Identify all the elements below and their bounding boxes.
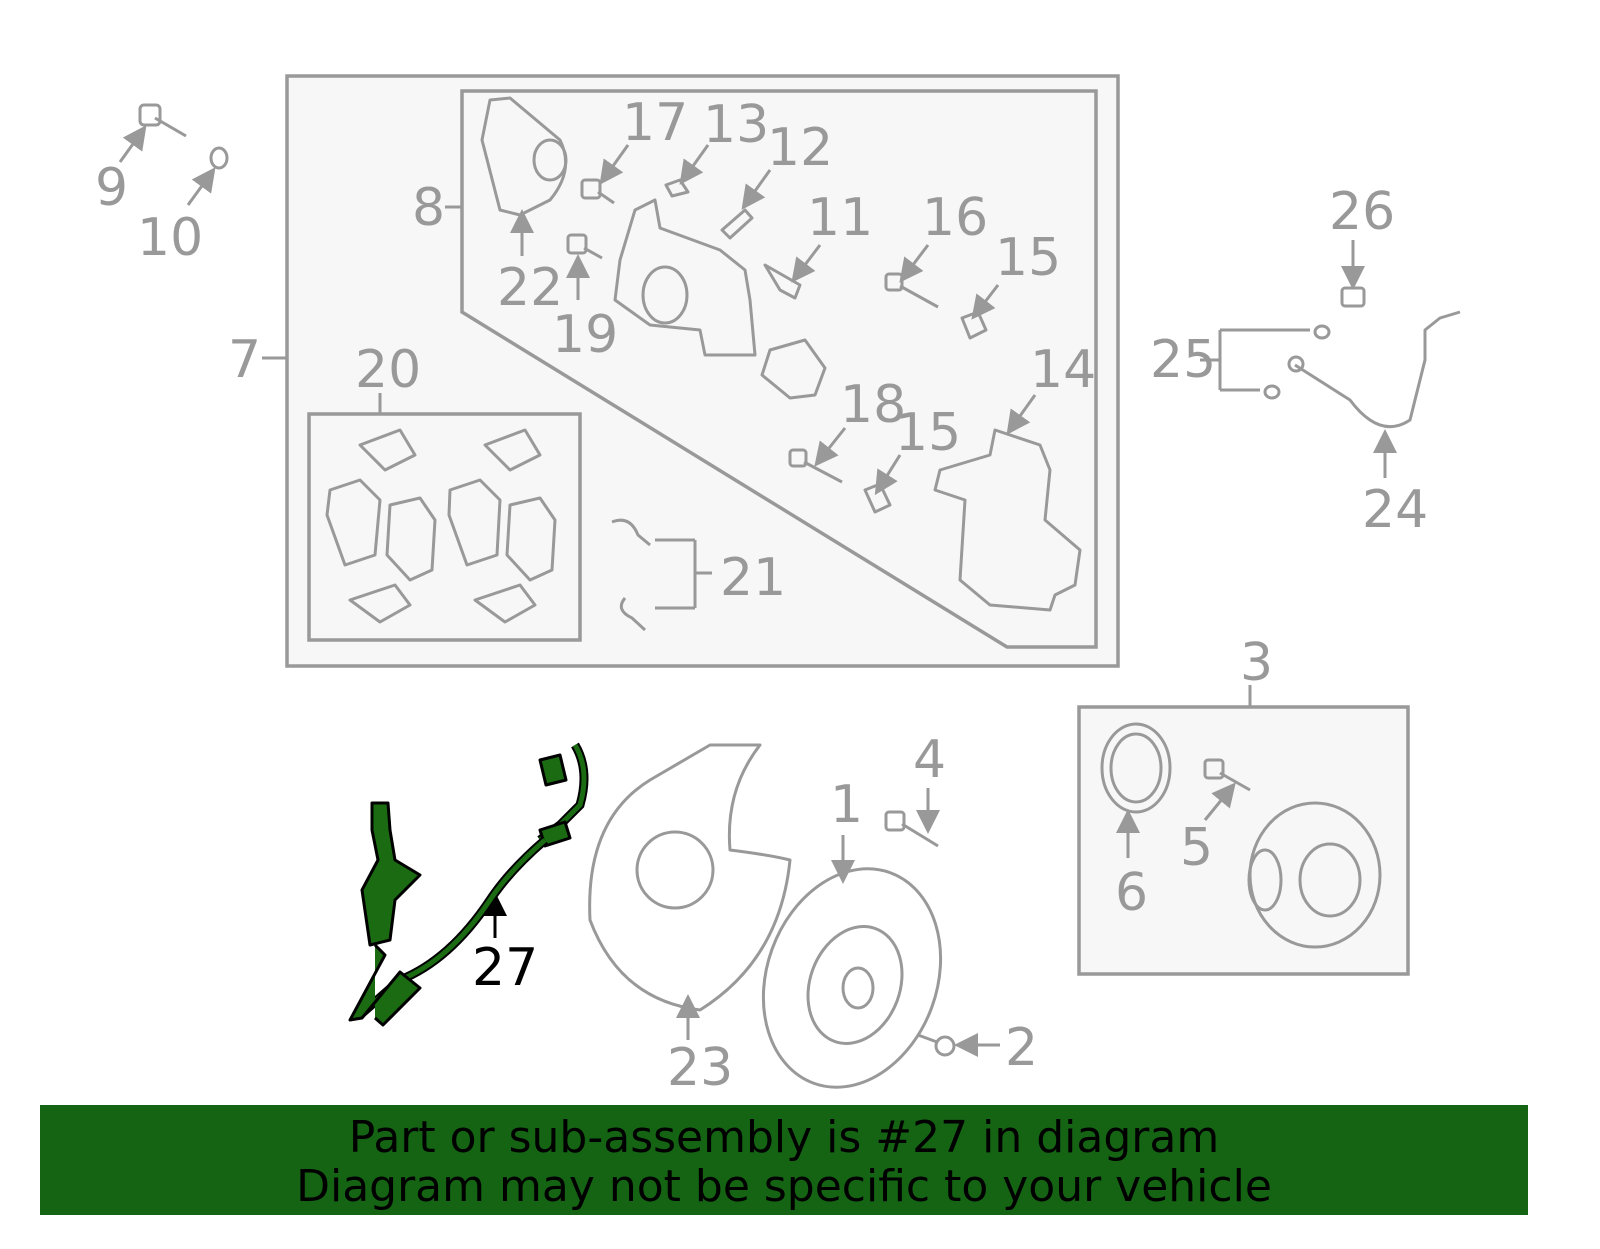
- callout-26[interactable]: 26: [1329, 182, 1395, 242]
- callout-9[interactable]: 9: [95, 158, 128, 218]
- brake-hose-24-25-26: [1263, 286, 1461, 429]
- callout-14[interactable]: 14: [1030, 340, 1096, 400]
- piston-bore: [532, 138, 568, 182]
- callout-17[interactable]: 17: [622, 93, 688, 153]
- callout-6[interactable]: 6: [1115, 863, 1148, 923]
- caliper-body: [613, 198, 757, 357]
- info-banner: Part or sub-assembly is #27 in diagram D…: [40, 1105, 1528, 1215]
- bolt-9: [138, 103, 187, 138]
- leader-21: [655, 538, 712, 610]
- brake-pads-20: [325, 428, 557, 624]
- boot-15b: [863, 482, 892, 514]
- callout-10[interactable]: 10: [137, 208, 203, 268]
- clips-21: [611, 518, 651, 632]
- piston: [760, 338, 827, 400]
- callout-12[interactable]: 12: [767, 118, 833, 178]
- callout-22[interactable]: 22: [497, 258, 563, 318]
- wheel-speed-sensor-27[interactable]: [348, 742, 589, 1027]
- callout-15a[interactable]: 15: [995, 228, 1061, 288]
- bolt-19: [566, 233, 603, 260]
- pad-kit-box: [307, 412, 582, 642]
- dust-shield-23: [588, 743, 792, 1012]
- callout-8[interactable]: 8: [412, 178, 445, 238]
- banner-line-2: Diagram may not be specific to your vehi…: [296, 1161, 1272, 1212]
- brake-rotor-1: [761, 867, 943, 1089]
- cap-13: [664, 178, 690, 198]
- callout-15b[interactable]: 15: [895, 403, 961, 463]
- caliper-bore: [641, 265, 689, 325]
- hub-assembly-box: [1077, 705, 1410, 976]
- callout-23[interactable]: 23: [667, 1038, 733, 1098]
- washer-10: [209, 146, 229, 170]
- screw-2: [917, 1033, 956, 1057]
- bleeder-11: [763, 263, 802, 300]
- leader-25: [1200, 328, 1310, 392]
- callout-4[interactable]: 4: [913, 730, 946, 790]
- callout-11[interactable]: 11: [807, 188, 873, 248]
- callout-5[interactable]: 5: [1180, 818, 1213, 878]
- caliper-bracket-14: [933, 428, 1082, 612]
- caliper-box: [460, 89, 1098, 649]
- banner-line-1: Part or sub-assembly is #27 in diagram: [348, 1112, 1220, 1163]
- bolt-16: [884, 272, 939, 309]
- callout-27[interactable]: 27: [472, 938, 538, 998]
- boot-15a: [960, 310, 988, 340]
- callout-labels: 1 2 3 4 5 6 7 8 9 10 11 12 13 14 15 15 1…: [95, 93, 1428, 1098]
- callout-24[interactable]: 24: [1362, 480, 1428, 540]
- bolt-4: [884, 810, 939, 848]
- callout-20[interactable]: 20: [355, 340, 421, 400]
- callout-2[interactable]: 2: [1005, 1018, 1038, 1078]
- callout-3[interactable]: 3: [1240, 633, 1273, 693]
- hub-assembly-parts: [1100, 722, 1382, 949]
- callout-7[interactable]: 7: [228, 330, 261, 390]
- callout-21[interactable]: 21: [720, 548, 786, 608]
- callout-1[interactable]: 1: [830, 775, 863, 835]
- callout-13[interactable]: 13: [703, 95, 769, 155]
- pin-12: [720, 208, 754, 240]
- callout-18[interactable]: 18: [840, 375, 906, 435]
- callout-19[interactable]: 19: [552, 305, 618, 365]
- callout-25[interactable]: 25: [1150, 330, 1216, 390]
- leader-arrows: [118, 125, 1397, 1057]
- caliper-housing-22: [480, 96, 568, 217]
- bolt-18: [788, 448, 843, 484]
- callout-16[interactable]: 16: [922, 188, 988, 248]
- bolt-17: [580, 178, 615, 205]
